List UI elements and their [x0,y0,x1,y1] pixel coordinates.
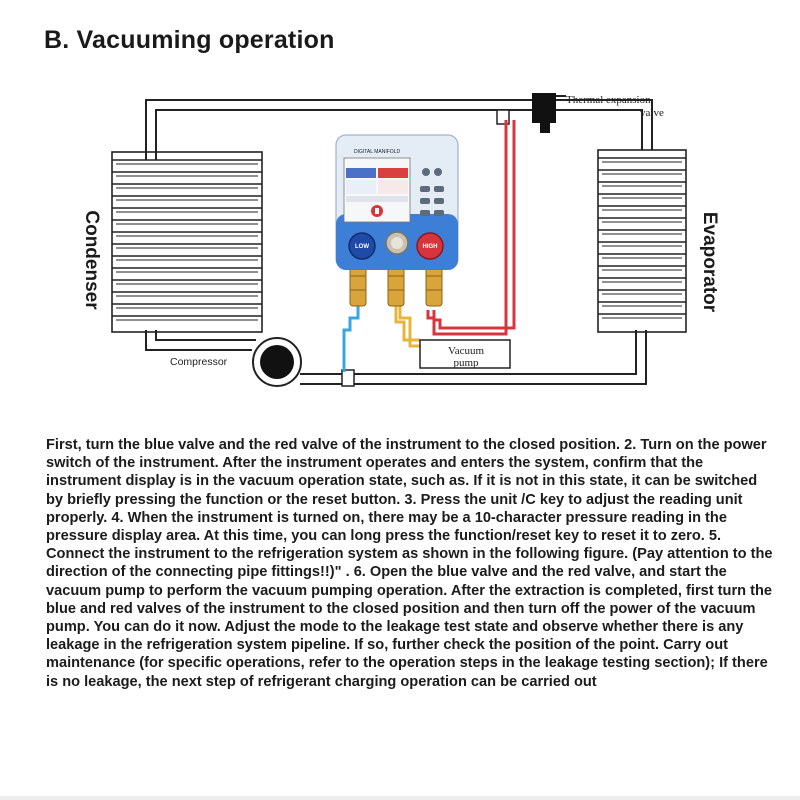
manifold-fittings [349,263,443,307]
low-knob [348,232,376,260]
compressor-label: Compressor [170,356,228,368]
low-side-port [341,369,355,387]
vacuum-diagram: Condenser Evaporator Thermal expansion v… [81,93,720,387]
digital-manifold: DIGITAL MANIFOLD LOW HIGH [335,134,459,270]
low-knob-label: LOW [355,244,369,250]
expansion-valve-label-line2: valve [640,107,664,119]
evaporator-label: Evaporator [699,212,720,313]
thermal-expansion-valve [532,93,566,133]
compressor-icon [252,337,302,387]
page-title: B. Vacuuming operation [44,26,335,54]
expansion-valve-label-line1: Thermal expansion [566,94,651,106]
instructions-text: First, turn the blue valve and the red v… [46,437,773,690]
high-knob-label: HIGH [423,244,438,250]
vacuum-pump-label-line2: pump [453,357,479,369]
condenser-coil [111,151,263,333]
vacuum-pump-label-line1: Vacuum [448,345,484,357]
condenser-label: Condenser [81,210,102,310]
refrigerant-pipes [145,99,653,385]
manifold-buttons [420,168,444,216]
evaporator-coil [597,149,687,333]
manifold-screen-title: DIGITAL MANIFOLD [354,149,401,155]
bottom-divider [0,796,800,800]
vacuum-pump [419,339,511,369]
low-pressure-hose [342,305,360,372]
high-knob [416,232,444,260]
